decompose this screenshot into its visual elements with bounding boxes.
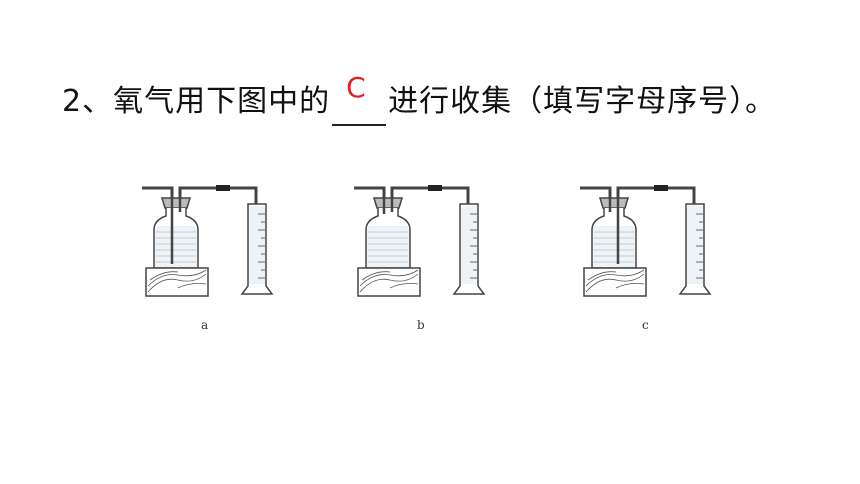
answer-value: C: [346, 71, 367, 104]
figure-label-a: a: [201, 318, 209, 332]
answer-blank[interactable]: C: [332, 74, 387, 126]
question-text: 2、氧气用下图中的 C 进行收集（填写字母序号）。: [62, 74, 777, 126]
question-suffix: 进行收集（填写字母序号）。: [388, 84, 777, 119]
apparatus-c[interactable]: [576, 176, 726, 306]
figure-label-c: c: [642, 318, 649, 332]
apparatus-a[interactable]: [138, 176, 288, 306]
figure-label-b: b: [417, 318, 425, 332]
question-prefix: 2、氧气用下图中的: [62, 84, 331, 119]
apparatus-b[interactable]: [350, 176, 500, 306]
